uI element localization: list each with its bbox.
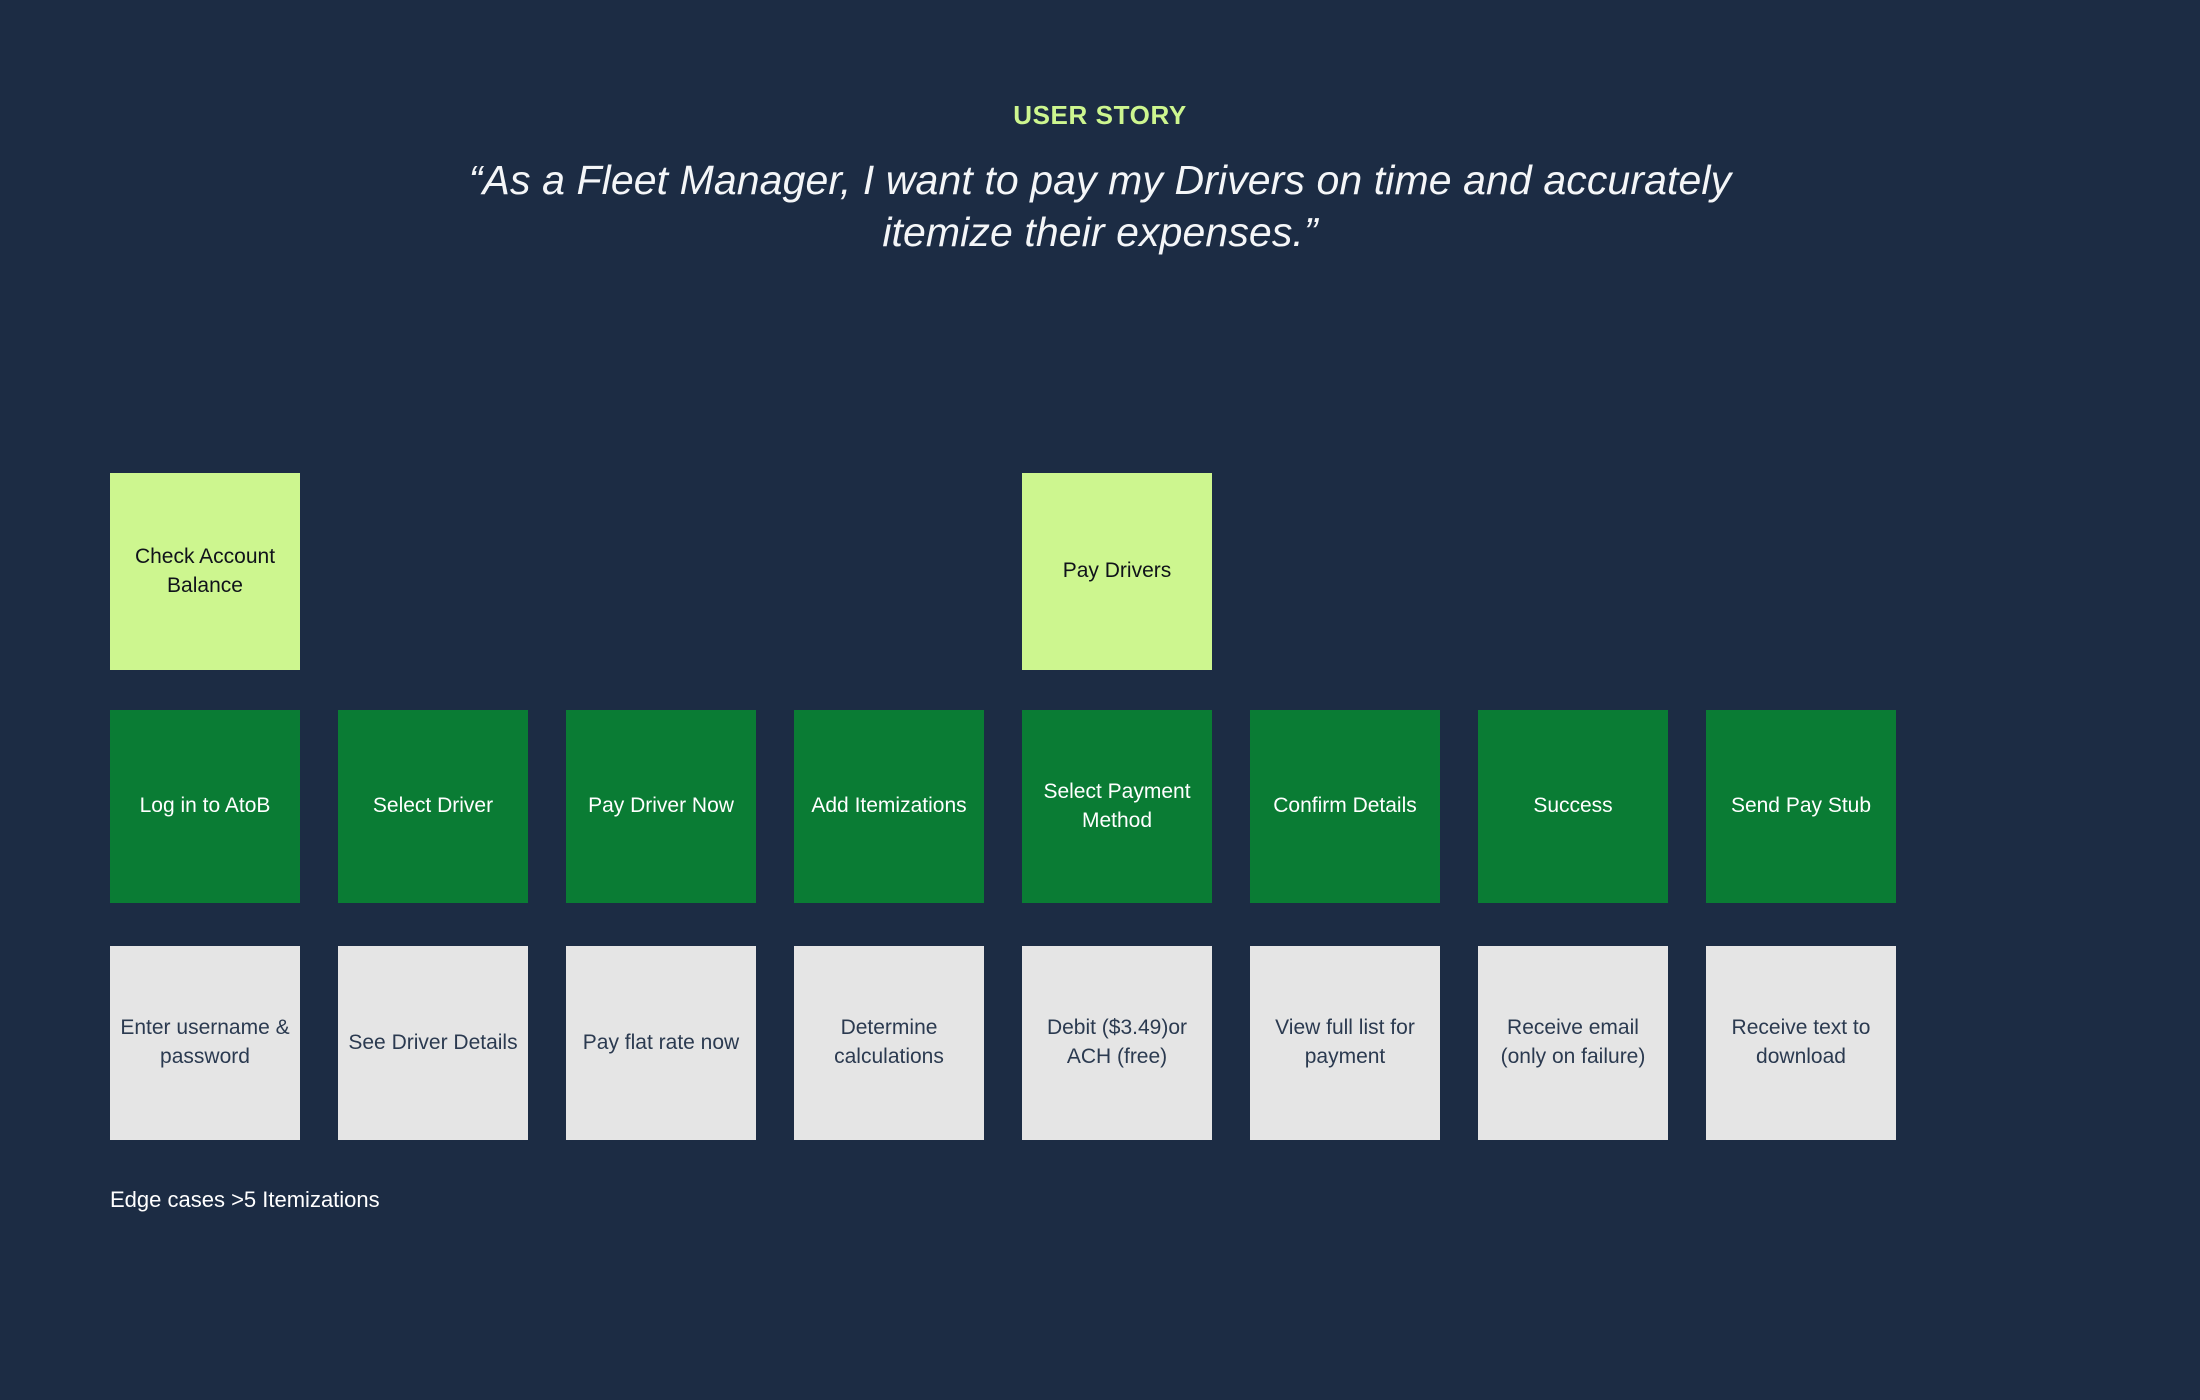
step-cell-5: Confirm Details (1250, 710, 1440, 903)
detail-card-pay-flat-rate-now[interactable]: Pay flat rate now (566, 946, 756, 1140)
epic-cell-1-empty (338, 473, 528, 670)
epic-row: Check Account Balance Pay Drivers (110, 473, 1930, 670)
epic-cell-4: Pay Drivers (1022, 473, 1212, 670)
step-card-add-itemizations[interactable]: Add Itemizations (794, 710, 984, 903)
step-card-log-in-to-atob[interactable]: Log in to AtoB (110, 710, 300, 903)
detail-cell-2: Pay flat rate now (566, 946, 756, 1140)
detail-card-view-full-list-for-payment[interactable]: View full list for payment (1250, 946, 1440, 1140)
story-map-board: Check Account Balance Pay Drivers Log in… (110, 473, 1930, 1140)
detail-cell-1: See Driver Details (338, 946, 528, 1140)
step-row: Log in to AtoB Select Driver Pay Driver … (110, 710, 1930, 903)
step-card-pay-driver-now[interactable]: Pay Driver Now (566, 710, 756, 903)
detail-cell-3: Determine calculations (794, 946, 984, 1140)
epic-card-check-account-balance[interactable]: Check Account Balance (110, 473, 300, 670)
step-card-send-pay-stub[interactable]: Send Pay Stub (1706, 710, 1896, 903)
step-cell-3: Add Itemizations (794, 710, 984, 903)
detail-card-receive-email-on-failure[interactable]: Receive email (only on failure) (1478, 946, 1668, 1140)
step-cell-0: Log in to AtoB (110, 710, 300, 903)
user-story-quote: “As a Fleet Manager, I want to pay my Dr… (468, 157, 1732, 256)
detail-cell-0: Enter username & password (110, 946, 300, 1140)
detail-cell-6: Receive email (only on failure) (1478, 946, 1668, 1140)
step-cell-4: Select Payment Method (1022, 710, 1212, 903)
epic-cell-7-empty (1706, 473, 1896, 670)
epic-cell-0: Check Account Balance (110, 473, 300, 670)
step-cell-7: Send Pay Stub (1706, 710, 1896, 903)
detail-card-receive-text-to-download[interactable]: Receive text to download (1706, 946, 1896, 1140)
user-story-header: USER STORY “As a Fleet Manager, I want t… (0, 0, 2200, 259)
step-card-select-driver[interactable]: Select Driver (338, 710, 528, 903)
step-cell-2: Pay Driver Now (566, 710, 756, 903)
step-card-select-payment-method[interactable]: Select Payment Method (1022, 710, 1212, 903)
detail-card-debit-or-ach[interactable]: Debit ($3.49)or ACH (free) (1022, 946, 1212, 1140)
detail-cell-5: View full list for payment (1250, 946, 1440, 1140)
epic-cell-6-empty (1478, 473, 1668, 670)
step-cell-6: Success (1478, 710, 1668, 903)
edge-cases-note: Edge cases >5 Itemizations (110, 1187, 380, 1212)
user-story-eyebrow-label: USER STORY (1013, 100, 1187, 130)
step-card-success[interactable]: Success (1478, 710, 1668, 903)
detail-cell-4: Debit ($3.49)or ACH (free) (1022, 946, 1212, 1140)
epic-cell-5-empty (1250, 473, 1440, 670)
detail-card-enter-username-password[interactable]: Enter username & password (110, 946, 300, 1140)
detail-row: Enter username & password See Driver Det… (110, 946, 1930, 1140)
detail-card-see-driver-details[interactable]: See Driver Details (338, 946, 528, 1140)
detail-cell-7: Receive text to download (1706, 946, 1896, 1140)
step-card-confirm-details[interactable]: Confirm Details (1250, 710, 1440, 903)
detail-card-determine-calculations[interactable]: Determine calculations (794, 946, 984, 1140)
epic-cell-2-empty (566, 473, 756, 670)
step-cell-1: Select Driver (338, 710, 528, 903)
epic-cell-3-empty (794, 473, 984, 670)
epic-card-pay-drivers[interactable]: Pay Drivers (1022, 473, 1212, 670)
